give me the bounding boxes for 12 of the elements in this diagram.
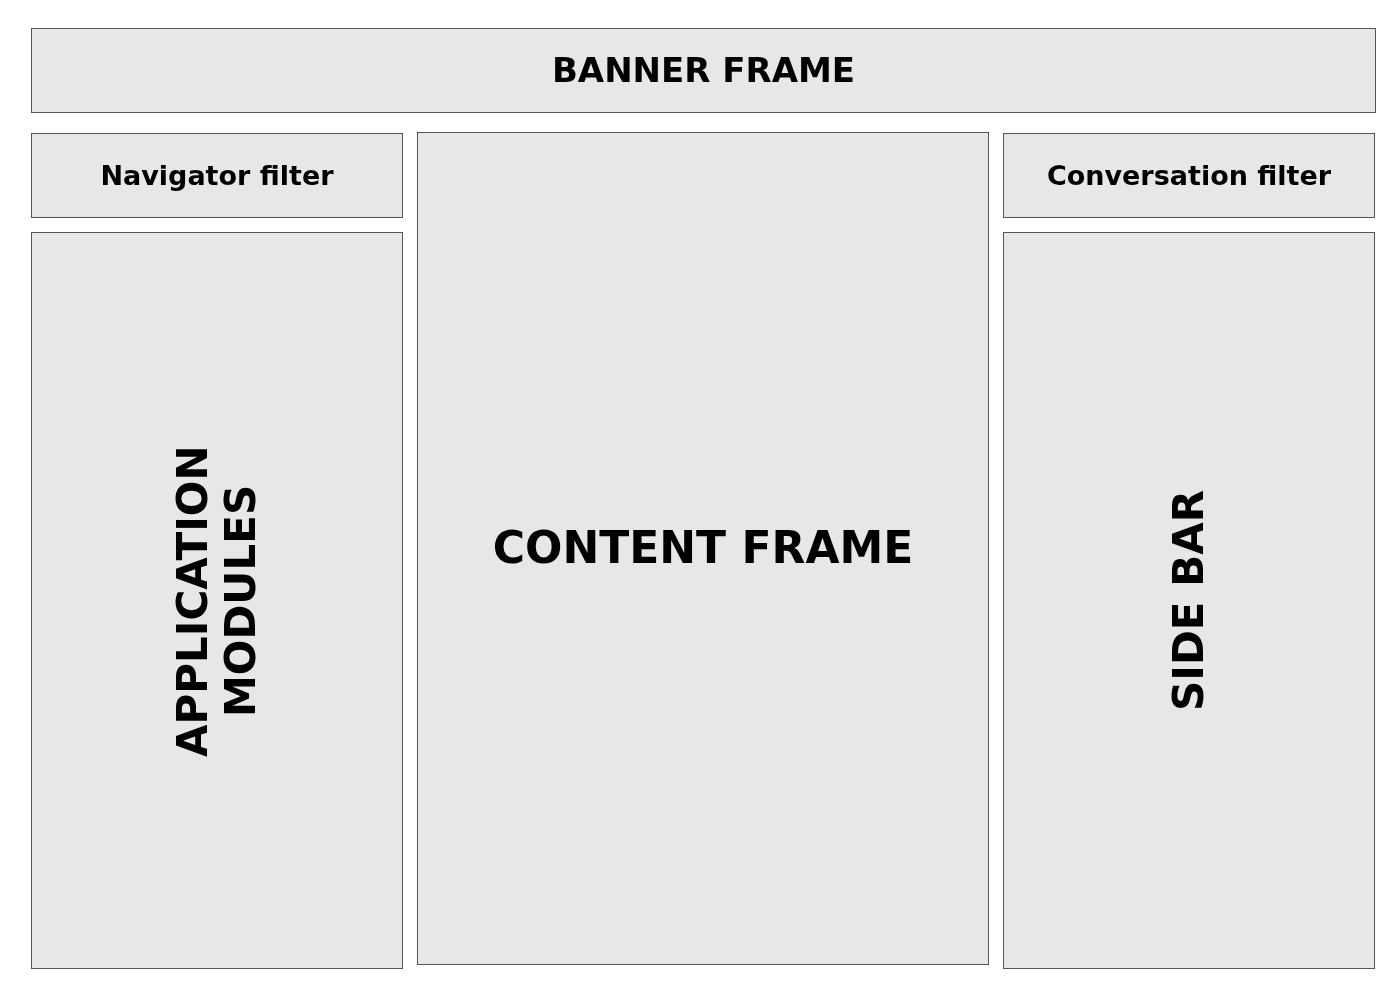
panel-title: Conversation filter [1046, 159, 1332, 191]
panel-title: CONTENT FRAME [492, 523, 914, 574]
panel-title: APPLICATION MODULES [168, 443, 266, 759]
panel-title: SIDE BAR [1164, 490, 1214, 711]
filter-panel [1003, 133, 1375, 218]
panel-title: BANNER FRAME [551, 50, 856, 91]
sidebar-panel [31, 232, 403, 969]
content-panel [417, 132, 989, 965]
sidebar-panel [1003, 232, 1375, 969]
filter-panel [31, 133, 403, 218]
header-panel [31, 28, 1376, 113]
panel-title: Navigator filter [100, 159, 334, 191]
